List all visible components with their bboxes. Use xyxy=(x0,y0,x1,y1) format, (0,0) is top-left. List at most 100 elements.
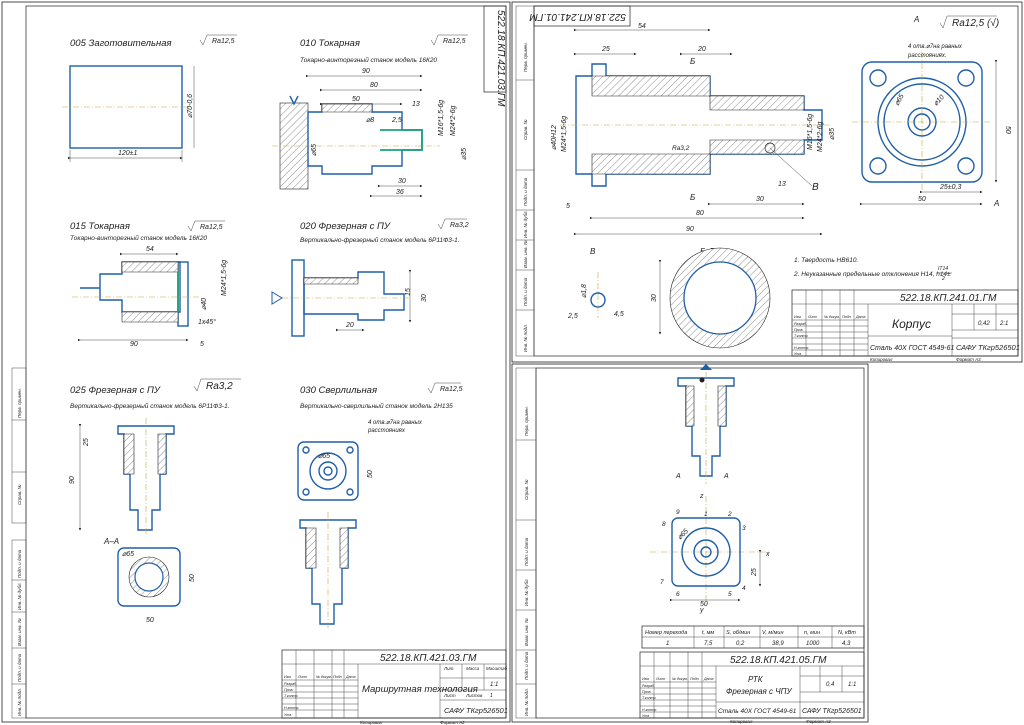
sheet1-tb-scale-val: 1:1 xyxy=(490,682,498,688)
op-010-dim-phi65: ⌀65 xyxy=(311,144,318,156)
rtk-table-header-2: t, мм xyxy=(702,630,714,636)
op-020-title: 020 Фрезерная с ПУ xyxy=(300,221,391,232)
side-label-4: Инв. № дубл. xyxy=(17,582,22,610)
op-010-roughness: Ra12,5 xyxy=(443,38,466,45)
sheet3-tb-mass: 0,4 xyxy=(826,682,835,688)
sheet2-note-2: 2. Неуказанные предельные отклонения H14… xyxy=(793,270,951,278)
sheet2-view-v-label: В xyxy=(590,247,596,256)
op-005-dim-length: 120±1 xyxy=(118,150,138,157)
sheet2-tb-material: Сталь 40Х ГОСТ 4549-61 xyxy=(870,345,954,352)
sheet3-tb-code: 522.18.КП.421.05.ГМ xyxy=(730,655,827,666)
op-030-roughness: Ra12,5 xyxy=(440,386,463,393)
sheet3-tb-name2: Фрезерная с ЧПУ xyxy=(726,687,792,696)
op-030: 030 Сверлильная Ra12,5 Вертикально-сверл… xyxy=(297,382,463,630)
sheet-rtk: Перв. примен. Справ. № Подп. и дата Инв.… xyxy=(511,363,869,724)
op-025-dim-phi65: ⌀65 xyxy=(122,551,134,558)
sheet2-side-7: Инв. № подл. xyxy=(523,324,528,352)
sheet2-title-block: 522.18.КП.241.01.ГМ Корпус Сталь 40Х ГОС… xyxy=(791,289,1020,362)
sheet2-stamp-col-3: № докум. xyxy=(824,315,840,319)
sheet3-stamp-row-3: Т.контр. xyxy=(642,696,657,700)
sheet2-stamp-row-3: Т.контр. xyxy=(794,334,809,338)
sheet3-side-5: Взам. инв. № xyxy=(524,618,529,646)
op-015-dim-54: 54 xyxy=(146,246,154,253)
op-010-dim-30: 30 xyxy=(398,178,406,185)
rtk-table-cell-5: 1000 xyxy=(806,641,820,647)
sheet2-side-5: Взам. инв. № xyxy=(523,240,528,268)
sheet2-cut-b-top: Б xyxy=(690,57,695,66)
sheet1-stamp-col-2: Лист xyxy=(297,675,307,679)
sheet1-tb-mass: Масса xyxy=(466,666,480,671)
sheet2-dim-phi35: ⌀35 xyxy=(829,128,836,140)
sheet2-tb-format: Формат А3 xyxy=(956,357,981,362)
rtk-axis-z: z xyxy=(699,493,704,500)
sheet2-front-dim-50h: 50 xyxy=(918,196,926,203)
sheet2-side-4: Инв. № дубл. xyxy=(523,210,528,238)
op-025-title: 025 Фрезерная с ПУ xyxy=(70,385,161,396)
op-025: 025 Фрезерная с ПУ Ra3,2 Вертикально-фре… xyxy=(69,378,241,624)
rtk-top-view: z x y 1 2 3 4 5 6 7 8 9 50 25 ⌀65 xyxy=(650,493,770,614)
rtk-axis-y: y xyxy=(699,607,704,614)
side-label-1: Перв. примен. xyxy=(17,388,22,418)
op-030-dim-50: 50 xyxy=(367,470,374,478)
sheet1-stamp-row-4: Н.контр. xyxy=(284,706,299,710)
sheet2-note-1: 1. Твердость НВ610. xyxy=(794,256,858,264)
op-025-dim-25: 25 xyxy=(83,438,90,447)
sheet2-tb-name: Корпус xyxy=(892,317,931,331)
sheet2-tb-code: 522.18.КП.241.01.ГМ xyxy=(900,293,997,304)
sheet3-stamp-row-2: Пров. xyxy=(642,690,651,694)
sheet2-dim-30: 30 xyxy=(756,196,764,203)
side-label-6: Подп. и дата xyxy=(17,653,22,682)
sheet3-tb-scale: 1:1 xyxy=(848,682,856,688)
side-label-5: Взам. инв. № xyxy=(17,618,22,646)
rtk-point-2: 2 xyxy=(727,511,732,518)
sheet2-stamp-col-5: Дата xyxy=(855,315,865,319)
sheet2-front-dim-25: 25±0,3 xyxy=(939,184,961,191)
sheet2-dim-m24-15: M24*1,5-6g xyxy=(561,116,568,152)
sheet3-side-strip: Перв. примен. Справ. № Подп. и дата Инв.… xyxy=(515,367,537,719)
side-label-2: Справ. № xyxy=(17,484,22,505)
sheet1-stamp-col-1: Изм. xyxy=(284,675,292,679)
op-010-dim-25: 2,5 xyxy=(391,117,402,124)
sheet3-tb-name1: РТК xyxy=(748,675,764,684)
sheet1-stamp-row-5: Утв. xyxy=(284,713,292,717)
sheet2-side-strip: Перв. примен. Справ. № Подп. и дата Инв.… xyxy=(515,5,535,357)
rtk-table-cell-6: 4,3 xyxy=(842,641,851,647)
rtk-table-header-1: Номер перехода xyxy=(645,630,687,636)
sheet2-dim-m16: M16*1,5-6g xyxy=(807,114,814,150)
rtk-point-7: 7 xyxy=(660,579,664,586)
sheet2-view-v-phi18: ⌀1,8 xyxy=(581,284,588,298)
sheet2-front-dim-50v: 50 xyxy=(1004,126,1011,134)
op-025-dim-50h: 50 xyxy=(146,617,154,624)
sheet1-tb-name: Маршрутная технология xyxy=(362,684,478,695)
rtk-point-5: 5 xyxy=(728,591,732,598)
sheet2-hole-note-1: 4 отв.⌀7на равных xyxy=(908,44,963,50)
sheet2-side-2: Справ. № xyxy=(523,119,528,140)
sheet2-code-rotated: 522.18.КП.241.01.ГМ xyxy=(529,11,626,22)
op-020-roughness: Ra3,2 xyxy=(450,222,469,229)
korpus-front-view: Ra12,5 (√) 4 отв.⌀7на равных расстояниях… xyxy=(852,15,1011,208)
sheet2-ra32: Ra3,2 xyxy=(672,145,690,152)
op-025-section-label: А–А xyxy=(103,537,119,546)
sheet1-stamp-col-3: № докум. xyxy=(316,675,332,679)
op-010-dim-phi35: ⌀35 xyxy=(461,148,468,160)
op-015-dim-m24: M24*1,5-6g xyxy=(221,260,228,296)
sheet1-stamp-row-1: Разраб. xyxy=(284,682,297,686)
rtk-side-a-left: A xyxy=(675,473,681,480)
op-010-dim-phi8: ⌀8 xyxy=(366,117,374,124)
sheet3-stamp-col-2: Лист xyxy=(655,677,665,681)
op-010-dim-m16: M16*1,5-6g xyxy=(438,100,445,136)
op-015: 015 Токарная Ra12,5 Токарно-винторезный … xyxy=(70,220,228,348)
op-010-dim-m24: M24*2-6g xyxy=(450,106,457,136)
rtk-side-view: A A xyxy=(675,364,735,484)
rtk-point-8: 8 xyxy=(662,521,666,528)
sheet2-view-v-25: 2,5 xyxy=(567,313,578,320)
rtk-side-a-right: A xyxy=(723,473,729,480)
sheet2-side-1: Перв. примен. xyxy=(523,42,528,72)
op-015-dim-5: 5 xyxy=(200,341,204,348)
sheet1-stamp-row-2: Пров. xyxy=(284,688,293,692)
sheet1-tb-scale: Масштаб xyxy=(486,666,507,671)
sheet-route-technology: 522.18.КП.421.03.ГМ Перв. примен. Справ.… xyxy=(1,1,511,725)
rtk-table-header-4: V, м/мин xyxy=(762,630,783,636)
side-label-3: Подп. и дата xyxy=(17,549,22,578)
